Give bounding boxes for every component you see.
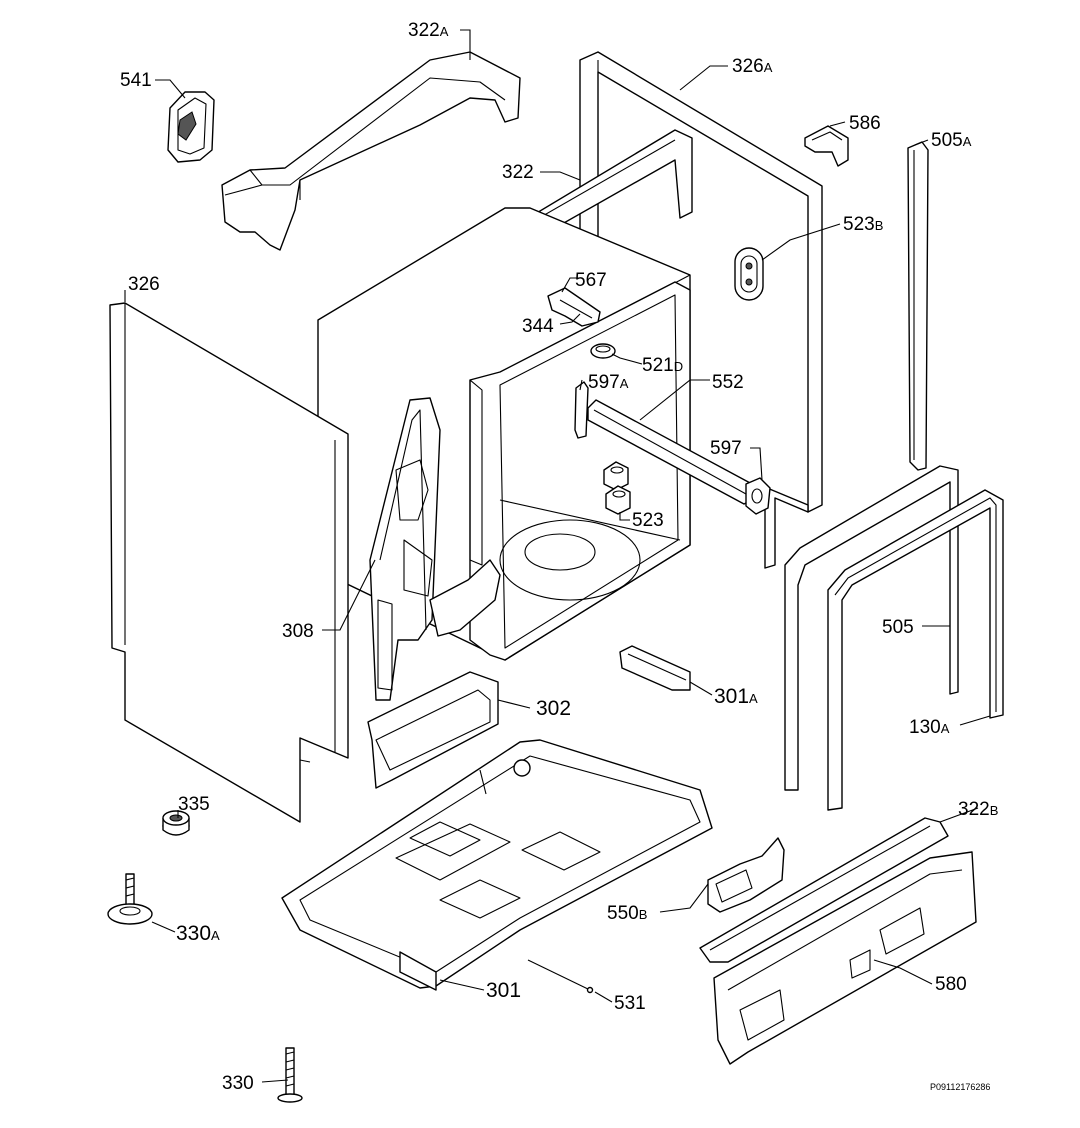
part-301A-bracket	[619, 645, 691, 691]
callout-335: 335	[178, 794, 210, 815]
part-550B-bracket	[707, 837, 785, 913]
part-567-344-clip	[547, 287, 601, 327]
part-597A-latch	[574, 381, 589, 439]
part-597-endcap	[745, 477, 771, 515]
part-330A-leveling-foot	[107, 873, 153, 925]
part-322A-top-rail	[221, 51, 521, 251]
callout-580: 580	[935, 974, 967, 995]
part-130A-door-gasket	[827, 489, 1004, 811]
callout-523B: 523B	[843, 214, 883, 235]
callout-326: 326	[128, 274, 160, 295]
callout-301: 301	[486, 979, 521, 1002]
callout-586: 586	[849, 113, 881, 134]
callout-597: 597	[710, 438, 742, 459]
callout-521D: 521D	[642, 355, 683, 376]
part-586-bracket	[804, 125, 849, 167]
callout-531: 531	[614, 993, 646, 1014]
callout-302: 302	[536, 697, 571, 720]
part-335-foot	[162, 810, 190, 836]
callout-labels: 322A 541 326A 586 505A 322 523B 326 567 …	[120, 20, 998, 1094]
callout-550B: 550B	[607, 903, 647, 924]
callout-130A: 130A	[909, 717, 950, 738]
part-308-hinge	[369, 397, 501, 701]
part-523B-grommet	[734, 247, 764, 301]
callout-322: 322	[502, 162, 534, 183]
callout-505: 505	[882, 617, 914, 638]
reference-code: P09112176286	[930, 1082, 990, 1092]
callout-301A: 301A	[714, 685, 758, 708]
part-580-base-plate	[713, 851, 977, 1065]
leader-lines	[124, 29, 991, 1083]
part-531-rod	[527, 959, 594, 994]
part-330-screw	[277, 1047, 303, 1103]
part-302-frame	[367, 671, 499, 789]
callout-523: 523	[632, 510, 664, 531]
part-541-clip	[167, 91, 215, 163]
part-523-connectors	[603, 461, 631, 515]
callout-552: 552	[712, 372, 744, 393]
callout-322A: 322A	[408, 20, 449, 41]
callout-322B: 322B	[958, 799, 998, 820]
part-301-base-frame	[281, 739, 713, 991]
callout-330A: 330A	[176, 922, 220, 945]
callout-567: 567	[575, 270, 607, 291]
part-326-side-panel	[109, 302, 349, 823]
part-322B-rail	[699, 817, 949, 963]
callout-597A: 597A	[588, 372, 629, 393]
part-505-door-seal	[784, 465, 959, 791]
callout-326A: 326A	[732, 56, 773, 77]
callout-505A: 505A	[931, 130, 972, 151]
callout-308: 308	[282, 621, 314, 642]
part-505A-seal-strip	[907, 141, 929, 471]
callout-541: 541	[120, 70, 152, 91]
callout-344: 344	[522, 316, 554, 337]
part-521D-cap	[590, 343, 616, 359]
callout-330: 330	[222, 1073, 254, 1094]
